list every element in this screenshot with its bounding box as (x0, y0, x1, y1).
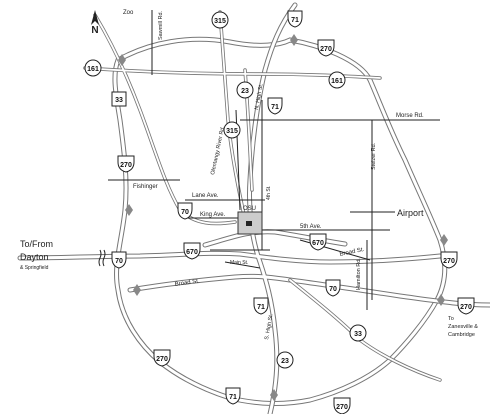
svg-text:315: 315 (226, 128, 238, 135)
i71-shield: 71 (287, 10, 303, 28)
label-lane: Lane Ave. (192, 193, 219, 199)
svg-text:70: 70 (329, 286, 337, 293)
svg-text:270: 270 (320, 46, 332, 53)
svg-text:270: 270 (120, 162, 132, 169)
svg-text:Cambridge: Cambridge (448, 332, 475, 338)
svg-text:670: 670 (312, 240, 324, 247)
svg-text:270: 270 (460, 304, 472, 311)
i70-shield: 70 (177, 202, 193, 220)
i670-shield: 670 (183, 242, 201, 260)
svg-text:71: 71 (291, 17, 299, 24)
compass-icon: N (91, 10, 99, 36)
label-broad-west: Broad St. (174, 279, 200, 288)
route-23a-shield: 23 (236, 81, 254, 99)
state-route-shields: 315 315 33 33 23 23 161 161 (84, 11, 367, 369)
route-33b-shield: 33 (349, 324, 367, 342)
svg-text:Zanesville &: Zanesville & (448, 324, 478, 330)
i70-shield: 70 (325, 279, 341, 297)
i270-outerbelt (112, 36, 448, 406)
svg-text:33: 33 (115, 97, 123, 104)
compass-letter: N (91, 25, 98, 36)
i70-shield: 70 (276, 270, 290, 286)
i71-shield: 71 (267, 97, 283, 115)
label-broad-east: Broad St. (339, 247, 365, 258)
svg-text:670: 670 (186, 249, 198, 256)
local-streets (108, 10, 440, 310)
svg-text:33: 33 (354, 331, 362, 338)
label-sawmill: Sawmill Rd. (158, 10, 164, 40)
label-stelzer: Stelzer Rd. (371, 142, 377, 170)
svg-text:161: 161 (87, 66, 99, 73)
svg-text:270: 270 (443, 258, 455, 265)
label-nhigh: N. High St. (254, 83, 265, 111)
label-morse: Morse Rd. (396, 113, 424, 119)
svg-text:To: To (448, 316, 454, 322)
route-23b-shield: 23 (276, 351, 294, 369)
svg-text:Dayton: Dayton (20, 252, 49, 262)
route-315-shield: 315 (211, 11, 229, 29)
i270-shield: 270 (457, 297, 475, 315)
route-33a-shield: 33 (111, 91, 127, 107)
svg-text:To/From: To/From (20, 239, 53, 249)
i270-shield: 270 (440, 251, 458, 269)
zanesville-label: To Zanesville & Cambridge (448, 316, 478, 338)
airport-label: Airport (397, 208, 424, 218)
label-fifth: 5th Ave. (300, 224, 322, 230)
svg-text:70: 70 (115, 258, 123, 265)
interstate-shields: 71 71 71 71 270 270 270 270 270 270 270 … (111, 10, 475, 414)
label-olentangy: Olentangy River Rd. (210, 125, 226, 175)
svg-text:71: 71 (271, 104, 279, 111)
i270-shield: 270 (317, 39, 335, 57)
street-labels: Zoo Sawmill Rd. N. High St. Olentangy Ri… (123, 10, 424, 340)
label-fishinger: Fishinger (133, 184, 158, 190)
svg-text:71: 71 (257, 304, 265, 311)
i71-shield: 71 (253, 297, 269, 315)
route-315b-shield: 315 (223, 121, 241, 139)
svg-text:161: 161 (331, 78, 343, 85)
i270-shield: 270 (333, 397, 351, 414)
svg-text:23: 23 (241, 88, 249, 95)
dayton-label: To/From Dayton & Springfield (20, 239, 53, 271)
label-main: Main St. (230, 260, 248, 266)
road-break-icon (98, 249, 106, 267)
i270-shield: 270 (117, 155, 135, 173)
i270-shield: 270 (153, 349, 171, 367)
label-fourth: 4th St. (266, 186, 272, 200)
svg-text:70: 70 (181, 209, 189, 216)
svg-text:270: 270 (336, 404, 348, 411)
i670-shield: 670 (309, 233, 327, 251)
route-161b-shield: 161 (328, 71, 346, 89)
label-shigh: S. High St. (264, 313, 275, 340)
interchanges (118, 34, 448, 401)
i70-shield: 70 (111, 251, 127, 269)
i71-shield: 71 (225, 387, 241, 405)
svg-text:Airport: Airport (397, 208, 424, 218)
osu-campus (237, 211, 263, 235)
svg-text:& Springfield: & Springfield (20, 265, 49, 271)
route-161a-shield: 161 (84, 59, 102, 77)
label-zoo: Zoo (123, 10, 134, 16)
label-osu: OSU (243, 206, 256, 212)
svg-text:270: 270 (156, 356, 168, 363)
label-king: King Ave. (200, 212, 226, 218)
label-hamilton: Hamilton Rd. (356, 258, 362, 290)
i270-shield: 270 (208, 395, 224, 411)
svg-text:315: 315 (214, 18, 226, 25)
svg-text:71: 71 (229, 394, 237, 401)
svg-text:23: 23 (281, 358, 289, 365)
